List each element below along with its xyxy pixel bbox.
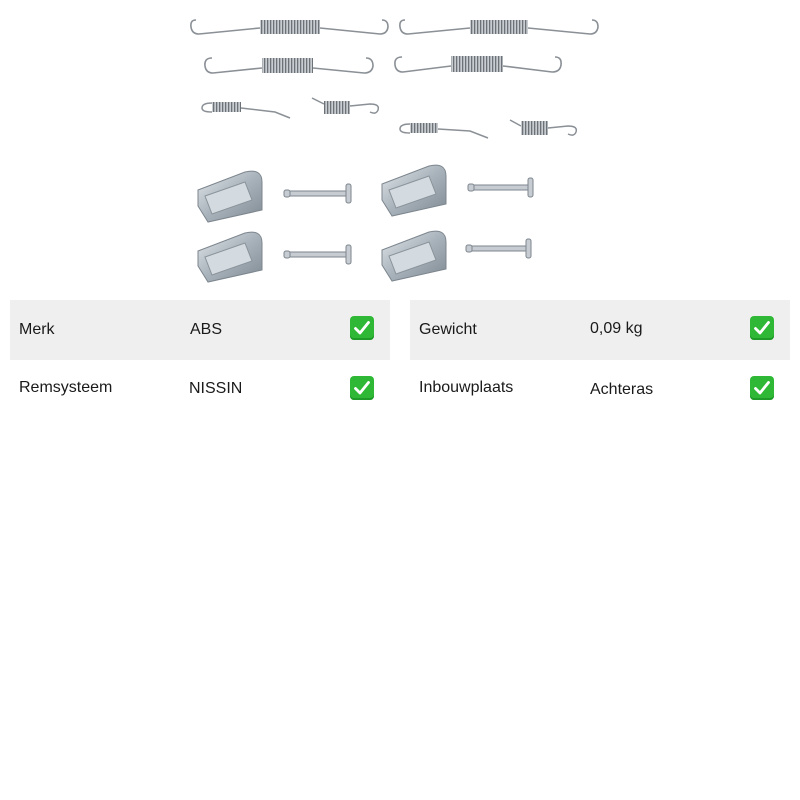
spec-row-merk: Merk ABS bbox=[10, 300, 390, 360]
spec-value: Achteras bbox=[590, 381, 654, 398]
spec-value: ABS bbox=[190, 321, 223, 338]
check-mark-icon bbox=[750, 376, 774, 400]
spec-value: 0,09 kg bbox=[590, 320, 643, 337]
check-mark-icon bbox=[350, 376, 374, 400]
spec-table-right: Gewicht 0,09 kg Inbouwplaats Achteras bbox=[410, 300, 790, 420]
check-mark-icon bbox=[750, 316, 774, 340]
spec-row-remsysteem: Remsysteem NISSIN bbox=[10, 360, 390, 420]
spec-label: Gewicht bbox=[419, 321, 477, 338]
clip bbox=[197, 164, 447, 283]
spec-row-inbouwplaats: Inbouwplaats Achteras bbox=[410, 360, 790, 420]
product-image bbox=[185, 8, 605, 290]
spec-row-gewicht: Gewicht 0,09 kg bbox=[410, 300, 790, 360]
spring bbox=[190, 19, 389, 35]
spec-table-left: Merk ABS Remsysteem NISSIN bbox=[10, 300, 390, 420]
check-mark-icon bbox=[350, 316, 374, 340]
spec-label: Inbouwplaats bbox=[419, 379, 514, 396]
spec-label: Merk bbox=[19, 321, 55, 338]
pin bbox=[283, 177, 534, 265]
spec-value: NISSIN bbox=[189, 380, 243, 397]
spec-label: Remsysteem bbox=[19, 379, 113, 396]
